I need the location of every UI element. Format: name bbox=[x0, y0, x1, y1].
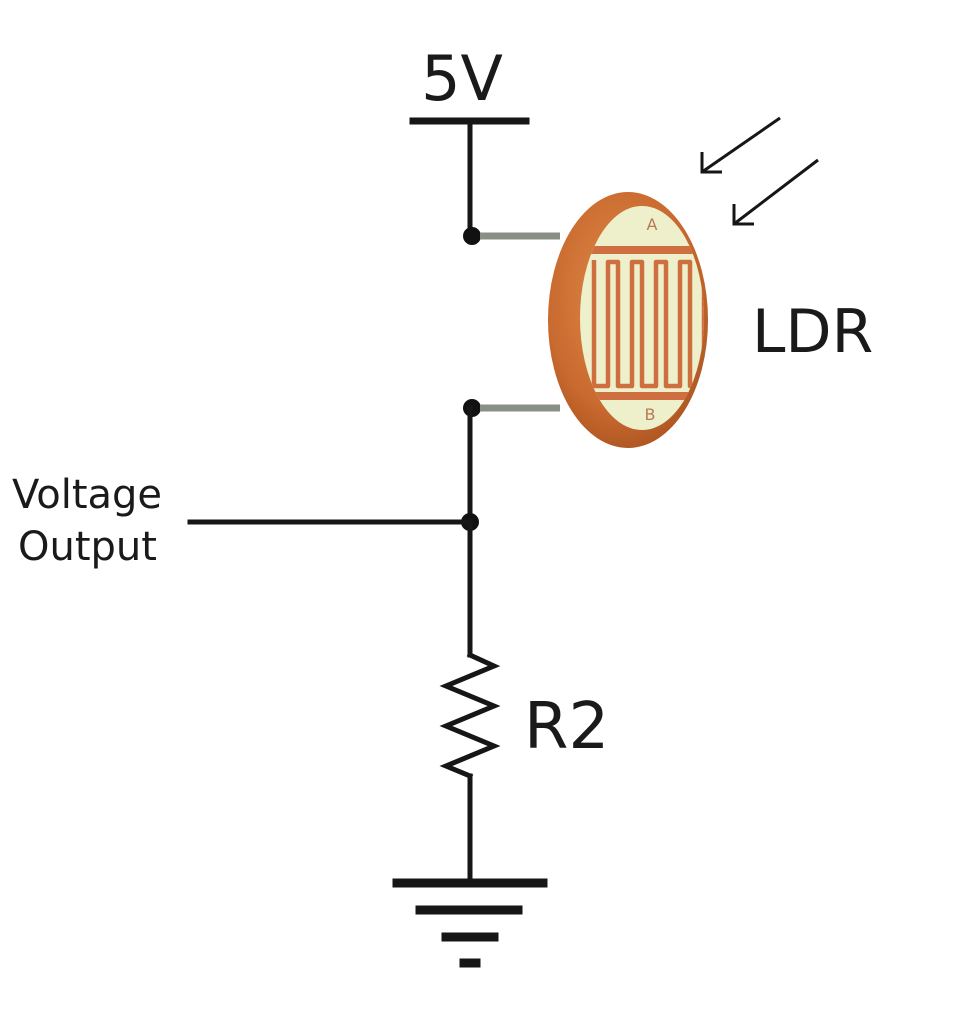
output-label-line2: Output bbox=[18, 524, 157, 570]
resistor-icon bbox=[439, 651, 501, 780]
ldr-pin-top-label: A bbox=[647, 215, 658, 234]
output-label-line1: Voltage bbox=[12, 472, 162, 518]
ldr-label: LDR bbox=[752, 297, 873, 367]
junction-ldr-top bbox=[463, 227, 481, 245]
ldr-pin-bottom-label: B bbox=[645, 405, 656, 424]
light-arrows-icon bbox=[700, 116, 819, 226]
supply-label: 5V bbox=[421, 42, 503, 115]
ground-icon bbox=[392, 878, 548, 968]
resistor-label: R2 bbox=[524, 690, 609, 764]
ldr-icon: A B bbox=[548, 192, 708, 448]
